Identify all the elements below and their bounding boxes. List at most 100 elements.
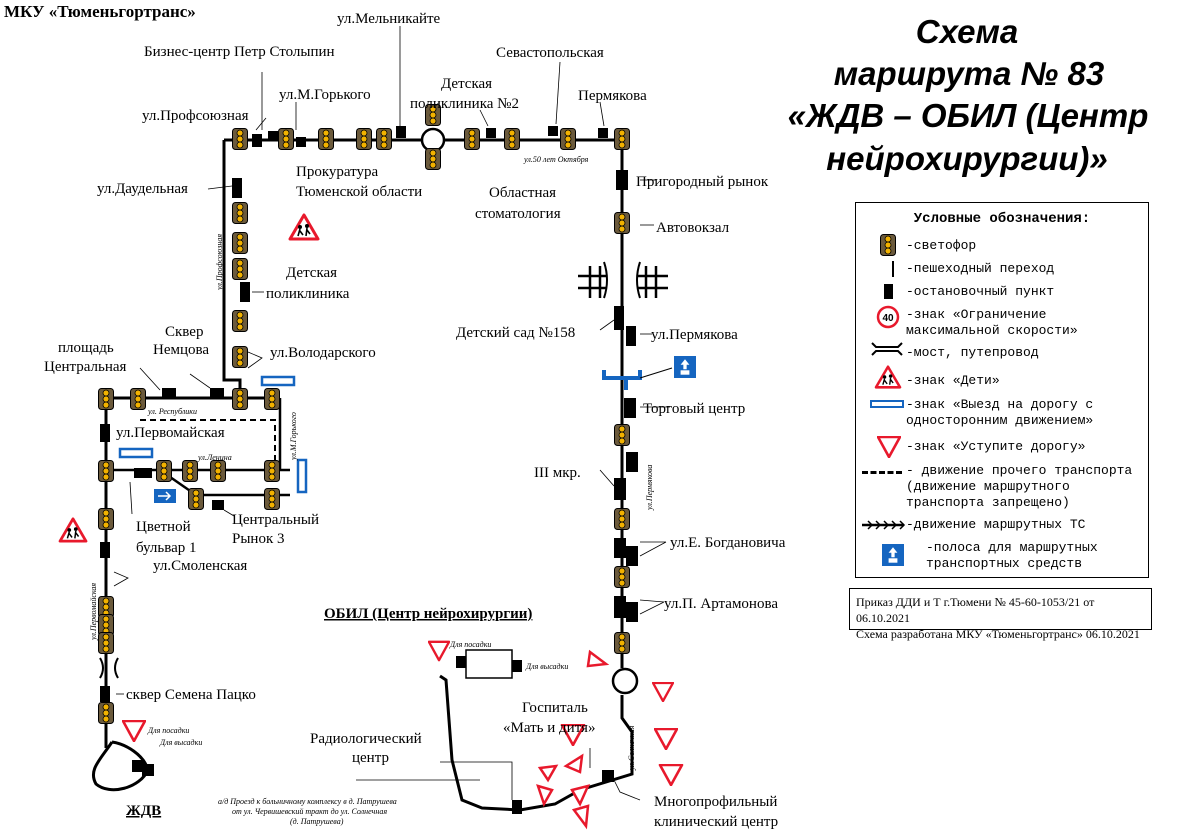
traffic-light-icon	[318, 128, 334, 150]
traffic-light-icon	[376, 128, 392, 150]
svg-text:маршрута № 83: маршрута № 83	[834, 55, 1104, 92]
svg-text:Пригородный рынок: Пригородный рынок	[636, 174, 769, 190]
svg-text:Автовокзал: Автовокзал	[656, 220, 730, 236]
svg-text:Для высадки: Для высадки	[525, 662, 568, 671]
traffic-light-icon	[356, 128, 372, 150]
svg-text:ул.Профсоюзная: ул.Профсоюзная	[215, 234, 224, 291]
stop-icon	[602, 770, 614, 782]
stop-icon	[210, 388, 224, 398]
order-note: Приказ ДДИ и Т г.Тюмени № 45-60-1053/21 …	[849, 588, 1152, 641]
svg-text:поликлиника №2: поликлиника №2	[410, 96, 519, 112]
roundabout-icon	[420, 127, 446, 153]
svg-text:ЖДВ: ЖДВ	[126, 803, 161, 819]
stop-labels: ул.Мельникайте Бизнес-центр Петр Столыпи…	[44, 11, 786, 830]
legend-speed: -знак «Ограничение максимальной скорости…	[906, 307, 1078, 338]
traffic-light-icon	[504, 128, 520, 150]
bridge-icon	[636, 261, 641, 299]
traffic-light-icon	[560, 128, 576, 150]
svg-text:Центральная: Центральная	[44, 359, 127, 375]
stop-icon	[456, 656, 466, 668]
bridge-icon	[603, 261, 608, 299]
bus-lane-sign-icon	[882, 544, 904, 566]
stop-icon	[512, 800, 522, 814]
traffic-light-icon	[614, 508, 630, 530]
legend-route-arrows: -движение маршрутных ТС	[906, 517, 1086, 532]
traffic-light-icon	[614, 566, 630, 588]
svg-text:ул.М.Горького: ул.М.Горького	[279, 87, 371, 103]
stop-icon	[162, 388, 176, 398]
yield-sign-icon	[428, 640, 450, 662]
order-line-1: Приказ ДДИ и Т г.Тюмени № 45-60-1053/21 …	[856, 595, 1095, 625]
traffic-light-icon	[264, 388, 280, 410]
traffic-light-icon	[98, 388, 114, 410]
svg-text:центр: центр	[352, 750, 389, 766]
svg-text:Для посадки: Для посадки	[147, 726, 189, 735]
svg-text:III мкр.: III мкр.	[534, 465, 581, 481]
svg-text:Для высадки: Для высадки	[159, 738, 202, 747]
traffic-light-icon	[130, 388, 146, 410]
traffic-light-icon	[232, 310, 248, 332]
svg-text:Тюменской области: Тюменской области	[296, 184, 422, 200]
street-labels: ул.50 лет Октября ул.Профсоюзная ул. Рес…	[89, 155, 654, 771]
svg-text:ул.Профсоюзная: ул.Профсоюзная	[142, 108, 249, 124]
one-way-exit-sign-icon	[260, 375, 296, 387]
legend-stop: -остановочный пункт	[906, 284, 1055, 299]
svg-text:ул.Даудельная: ул.Даудельная	[97, 181, 188, 197]
legend-bus-lane: -полоса для маршрутных транспортных сред…	[926, 540, 1098, 571]
traffic-light-icon	[98, 508, 114, 530]
svg-text:ул.Солнечная: ул.Солнечная	[627, 725, 636, 771]
stop-icon	[268, 131, 278, 141]
svg-text:Госпиталь: Госпиталь	[522, 700, 588, 716]
traffic-light-icon	[232, 258, 248, 280]
traffic-light-icon	[188, 488, 204, 510]
svg-text:Для посадки: Для посадки	[449, 640, 491, 649]
stop-icon	[548, 126, 558, 136]
traffic-light-icon	[232, 346, 248, 368]
map-title: Схема маршрута № 83 «ЖДВ – ОБИЛ (Центр н…	[788, 13, 1149, 177]
stop-icon	[212, 500, 224, 510]
stop-icon	[614, 538, 626, 558]
speed-limit-sign-icon: 40	[876, 305, 900, 329]
stop-icon	[616, 170, 628, 190]
svg-text:Торговый центр: Торговый центр	[643, 401, 745, 417]
stop-icon	[396, 126, 406, 138]
traffic-light-icon	[614, 128, 630, 150]
svg-text:ул.Первомайская: ул.Первомайская	[116, 425, 225, 441]
stop-icon	[624, 398, 636, 418]
legend-bridge: -мост, путепровод	[906, 345, 1039, 360]
legend-traffic-light: -светофор	[906, 238, 977, 253]
organization-name: МКУ «Тюменьгортранс»	[4, 2, 196, 21]
yield-sign-icon	[537, 764, 559, 783]
stop-icon	[512, 660, 522, 672]
stop-icon	[100, 424, 110, 442]
stop-markers	[100, 126, 638, 814]
svg-text:«Мать и дитя»: «Мать и дитя»	[503, 720, 595, 736]
stop-icon	[132, 760, 144, 772]
stop-icon	[598, 128, 608, 138]
traffic-light-icon	[425, 148, 441, 170]
legend-yield: -знак «Уступите дорогу»	[906, 439, 1086, 454]
stop-icon	[614, 306, 624, 330]
stop-annotations: Для посадки Для высадки Для посадки Для …	[147, 640, 568, 826]
svg-text:Цветной: Цветной	[136, 519, 191, 535]
svg-text:ул.Пермякова: ул.Пермякова	[651, 327, 738, 343]
route-lenina-arrows	[106, 398, 290, 497]
stop-icon	[626, 452, 638, 472]
order-line-2: Схема разработана МКУ «Тюменьгортранс» 0…	[856, 627, 1140, 641]
svg-text:ул.М.Горького: ул.М.Горького	[289, 412, 298, 461]
traffic-light-icon	[98, 460, 114, 482]
bridge-icon	[99, 657, 104, 679]
arrow-line-icon	[862, 520, 906, 530]
one-way-exit-sign-icon	[296, 458, 308, 494]
stop-icon	[252, 134, 262, 147]
bridge-icon	[114, 657, 119, 679]
stop-icon	[626, 602, 638, 622]
svg-text:Рынок 3: Рынок 3	[232, 531, 285, 547]
svg-text:бульвар 1: бульвар 1	[136, 540, 197, 556]
traffic-light-icon	[182, 460, 198, 482]
traffic-light-icon	[264, 460, 280, 482]
svg-text:Немцова: Немцова	[153, 342, 209, 358]
leader-lines	[113, 26, 670, 801]
svg-text:нейрохирургии)»: нейрохирургии)»	[826, 140, 1108, 177]
